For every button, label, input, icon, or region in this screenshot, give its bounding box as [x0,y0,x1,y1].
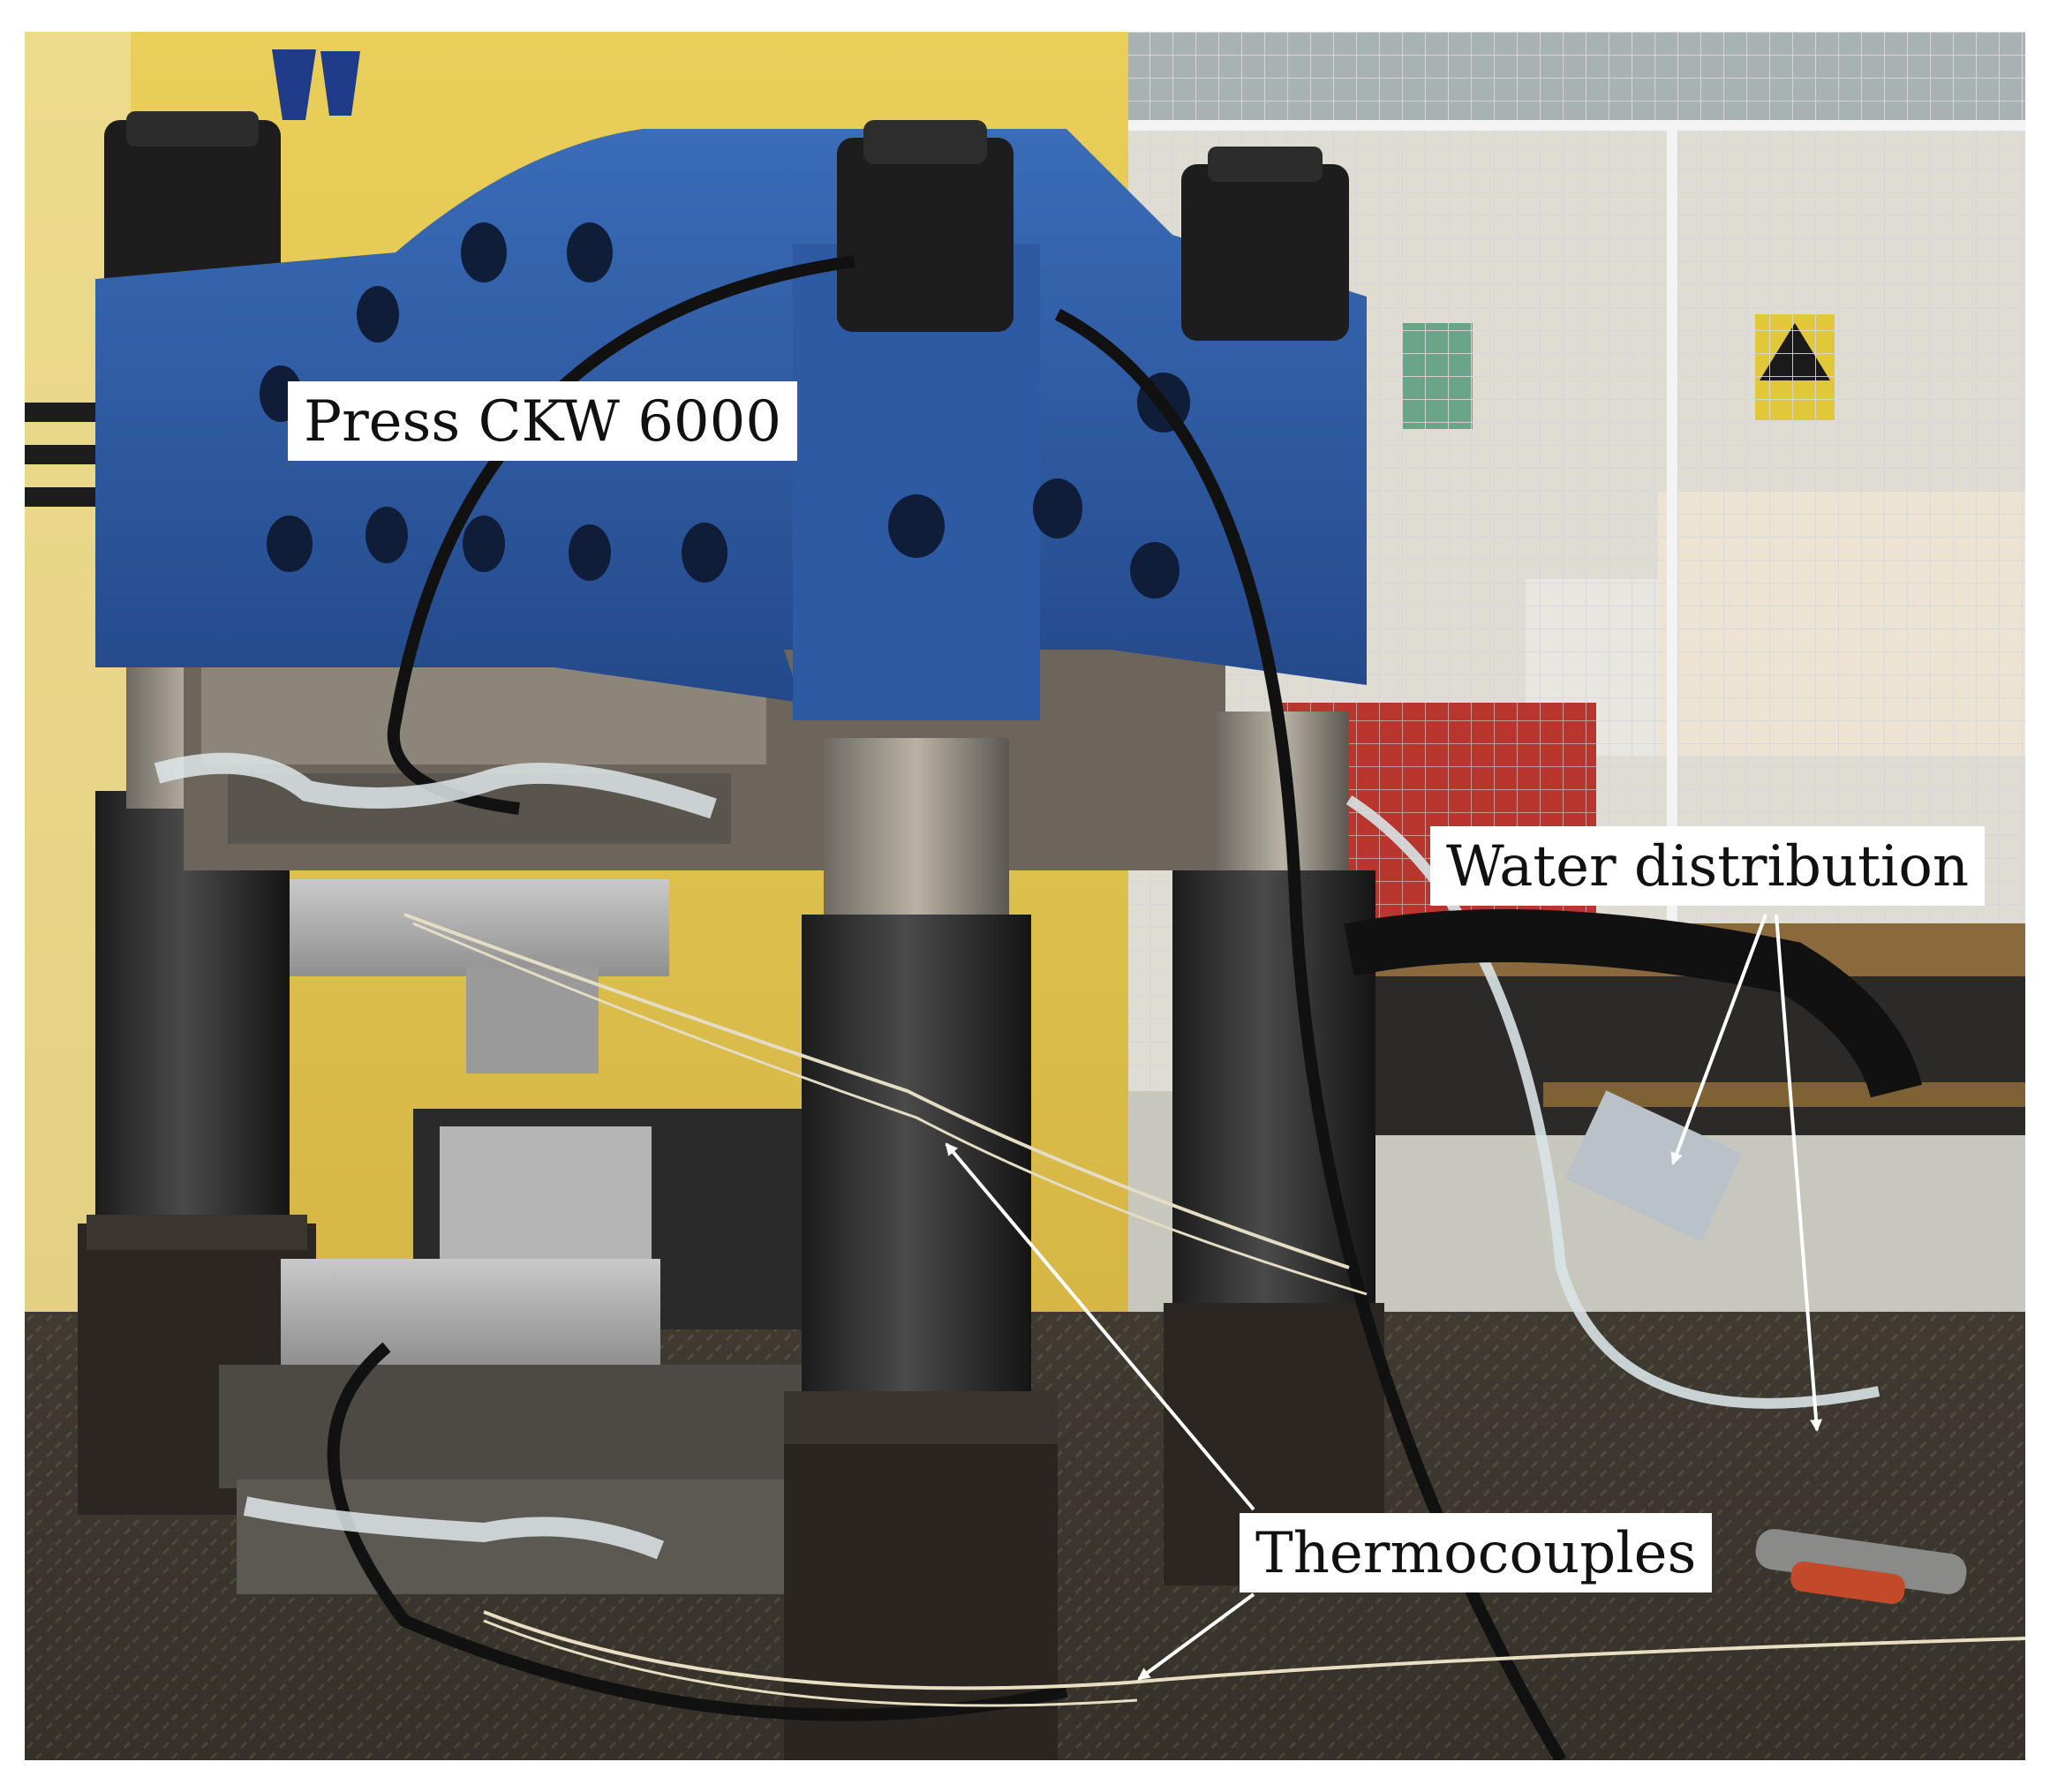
center-column [802,915,1031,1427]
press-label: Press CKW 6000 [288,381,798,461]
black-hose [387,255,855,815]
thermocouples-label: Thermocouples [1240,1513,1713,1592]
water-distribution-label: Water distribution [1430,826,1986,906]
water-distribution-block [1564,1090,1743,1242]
